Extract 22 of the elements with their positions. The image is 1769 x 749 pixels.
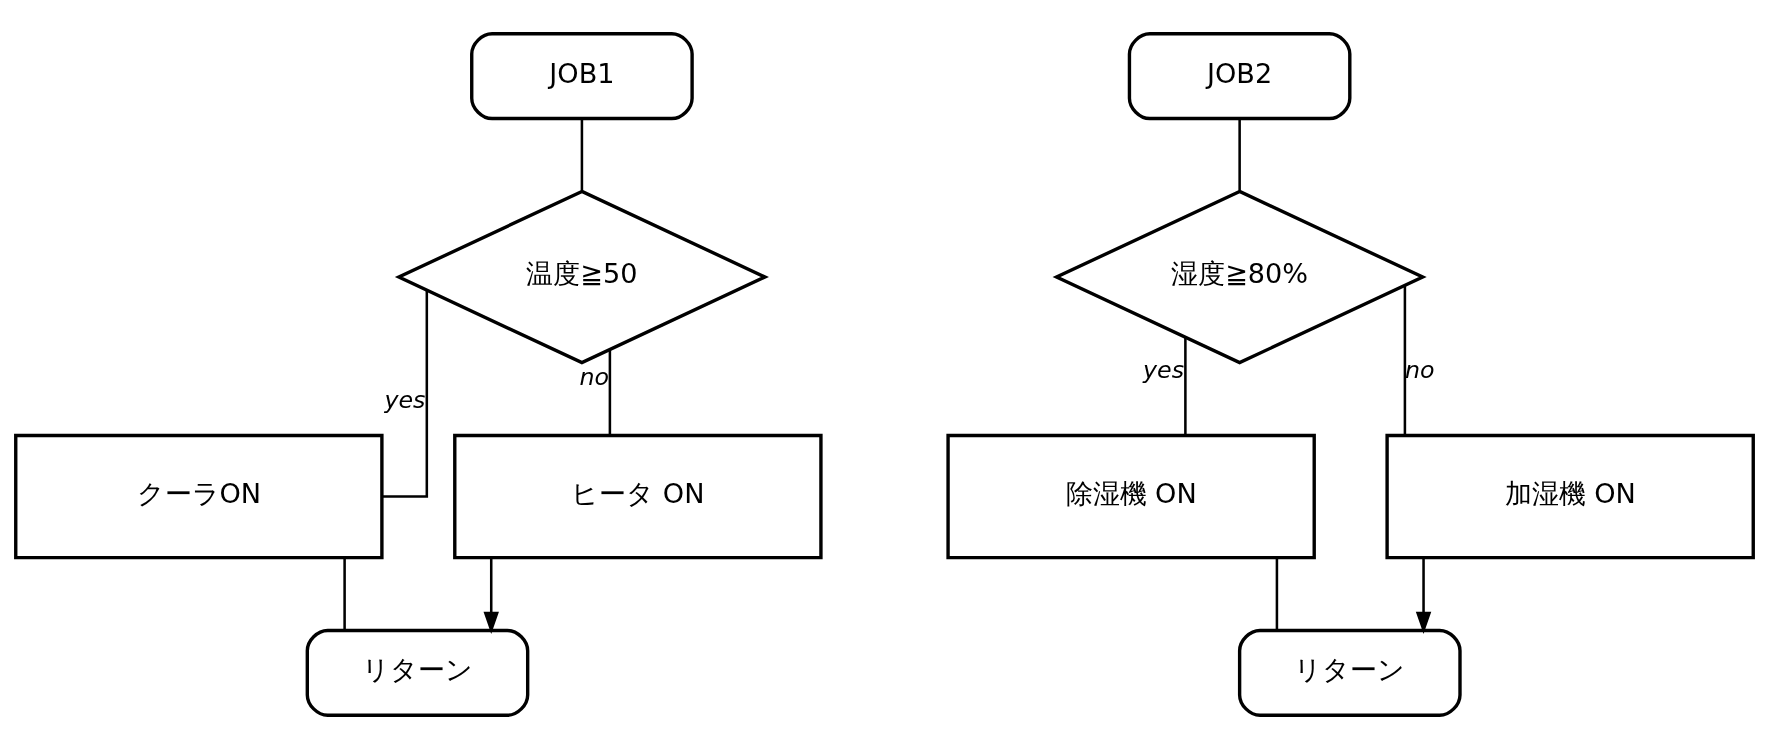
edge-label: no — [579, 362, 609, 391]
node-diamond: 湿度≧80% — [1052, 189, 1427, 365]
node-box: ヒータ ON — [453, 433, 823, 560]
edge-label: yes — [384, 385, 426, 414]
node-box: 除湿機 ON — [946, 433, 1316, 560]
connector — [1275, 557, 1279, 631]
connector — [1184, 337, 1187, 436]
node-diamond: 温度≧50 — [394, 189, 769, 365]
arrow — [483, 557, 499, 634]
node-box: JOB2 — [1127, 32, 1352, 121]
node-box: 加湿機 ON — [1385, 433, 1755, 560]
node-box: リターン — [305, 628, 530, 717]
arrow — [1415, 557, 1432, 634]
connector — [343, 557, 346, 631]
node-box: クーラON — [14, 433, 384, 560]
connector — [382, 290, 429, 498]
connector — [1403, 285, 1407, 436]
node-box: リターン — [1237, 628, 1462, 717]
node-box: JOB1 — [470, 32, 694, 121]
connector — [580, 118, 584, 191]
connector — [608, 350, 612, 436]
connector — [1238, 118, 1241, 191]
